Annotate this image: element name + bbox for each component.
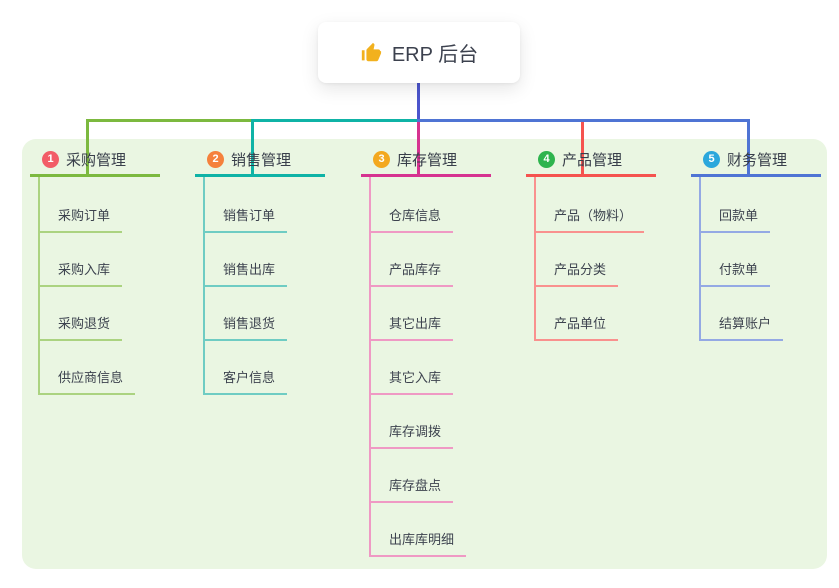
branch-spine bbox=[369, 177, 371, 557]
connector-bus-segment bbox=[251, 119, 420, 122]
child-node[interactable]: 采购入库 bbox=[38, 261, 123, 287]
connector-branch-drop bbox=[417, 122, 420, 177]
child-node[interactable]: 其它入库 bbox=[369, 369, 454, 395]
connector-branch-drop bbox=[251, 119, 254, 177]
branches-panel bbox=[22, 139, 827, 569]
child-node[interactable]: 采购退货 bbox=[38, 315, 123, 341]
branch-spine bbox=[699, 177, 701, 341]
child-node[interactable]: 付款单 bbox=[699, 261, 771, 287]
child-node[interactable]: 采购订单 bbox=[38, 207, 123, 233]
branch-title: 财务管理 bbox=[727, 152, 788, 169]
branch-title: 采购管理 bbox=[66, 152, 127, 169]
branch-title: 销售管理 bbox=[231, 152, 292, 169]
child-node[interactable]: 产品库存 bbox=[369, 261, 454, 287]
branch-topic[interactable]: 5 财务管理 bbox=[691, 145, 821, 177]
child-node[interactable]: 供应商信息 bbox=[38, 369, 136, 395]
connector-branch-drop bbox=[747, 119, 750, 177]
child-node[interactable]: 库存调拨 bbox=[369, 423, 454, 449]
child-node[interactable]: 结算账户 bbox=[699, 315, 784, 341]
branch-spine bbox=[534, 177, 536, 341]
branch-number-badge: 2 bbox=[207, 151, 224, 168]
branch-number-badge: 1 bbox=[42, 151, 59, 168]
child-node[interactable]: 销售退货 bbox=[203, 315, 288, 341]
child-node[interactable]: 产品分类 bbox=[534, 261, 619, 287]
branch-topic[interactable]: 3 库存管理 bbox=[361, 145, 491, 177]
child-node[interactable]: 销售订单 bbox=[203, 207, 288, 233]
connector-branch-drop bbox=[581, 122, 584, 177]
connector-bus-segment bbox=[417, 119, 750, 122]
child-node[interactable]: 产品（物料） bbox=[534, 207, 645, 233]
branch-number-badge: 3 bbox=[373, 151, 390, 168]
child-node[interactable]: 库存盘点 bbox=[369, 477, 454, 503]
branch-topic[interactable]: 1 采购管理 bbox=[30, 145, 160, 177]
child-node[interactable]: 销售出库 bbox=[203, 261, 288, 287]
child-node[interactable]: 其它出库 bbox=[369, 315, 454, 341]
thumbs-up-icon bbox=[361, 42, 381, 61]
branch-title: 库存管理 bbox=[397, 152, 458, 169]
branch-topic[interactable]: 4 产品管理 bbox=[526, 145, 656, 177]
child-node[interactable]: 产品单位 bbox=[534, 315, 619, 341]
connector-branch-drop bbox=[86, 119, 89, 177]
connector-bus-segment bbox=[86, 119, 253, 122]
root-label: ERP 后台 bbox=[391, 44, 479, 66]
child-node[interactable]: 回款单 bbox=[699, 207, 771, 233]
branch-title: 产品管理 bbox=[562, 152, 623, 169]
child-node[interactable]: 客户信息 bbox=[203, 369, 288, 395]
connector-root-line bbox=[417, 83, 420, 122]
branch-number-badge: 5 bbox=[703, 151, 720, 168]
root-node[interactable]: ERP 后台 bbox=[318, 22, 520, 83]
child-node[interactable]: 出库库明细 bbox=[369, 531, 467, 557]
branch-number-badge: 4 bbox=[538, 151, 555, 168]
child-node[interactable]: 仓库信息 bbox=[369, 207, 454, 233]
branch-topic[interactable]: 2 销售管理 bbox=[195, 145, 325, 177]
